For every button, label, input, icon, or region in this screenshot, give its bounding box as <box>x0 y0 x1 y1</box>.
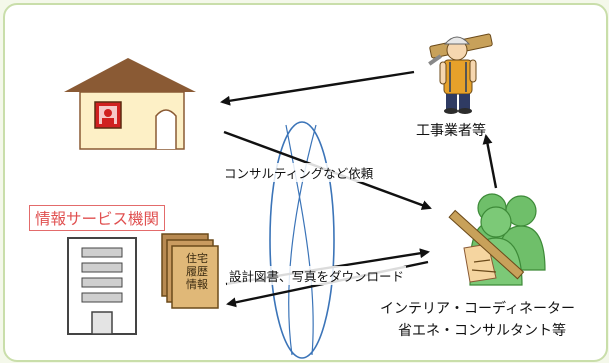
ruler-icon <box>448 209 525 283</box>
download-label: 設計図書、写真をダウンロード <box>227 266 407 285</box>
doc-line-2: 履歴 <box>186 265 208 278</box>
worker-label: 工事業者等 <box>416 123 486 139</box>
house-icon <box>64 58 196 150</box>
arrow-worker-to-house <box>220 70 415 106</box>
connection-ellipse <box>269 121 335 359</box>
building-icon <box>67 237 137 335</box>
doc-line-1: 住宅 <box>186 252 208 265</box>
documents-icon <box>161 233 219 309</box>
ellipse-cross-2 <box>288 124 317 356</box>
ellipse-cross-1 <box>285 124 314 356</box>
consultant-label-line-1: インテリア・コーディネーター <box>380 301 576 317</box>
documents-text: 住宅 履歴 情報 <box>178 252 216 291</box>
doc-line-3: 情報 <box>186 278 208 291</box>
worker-icon <box>428 33 493 114</box>
info-service-label: 情報サービス機関 <box>29 205 166 231</box>
consultant-label-line-2: 省エネ・コンサルタント等 <box>398 323 566 339</box>
arrow-consultant-to-worker <box>482 134 498 189</box>
request-label: コンサルティングなど依頼 <box>222 163 376 182</box>
